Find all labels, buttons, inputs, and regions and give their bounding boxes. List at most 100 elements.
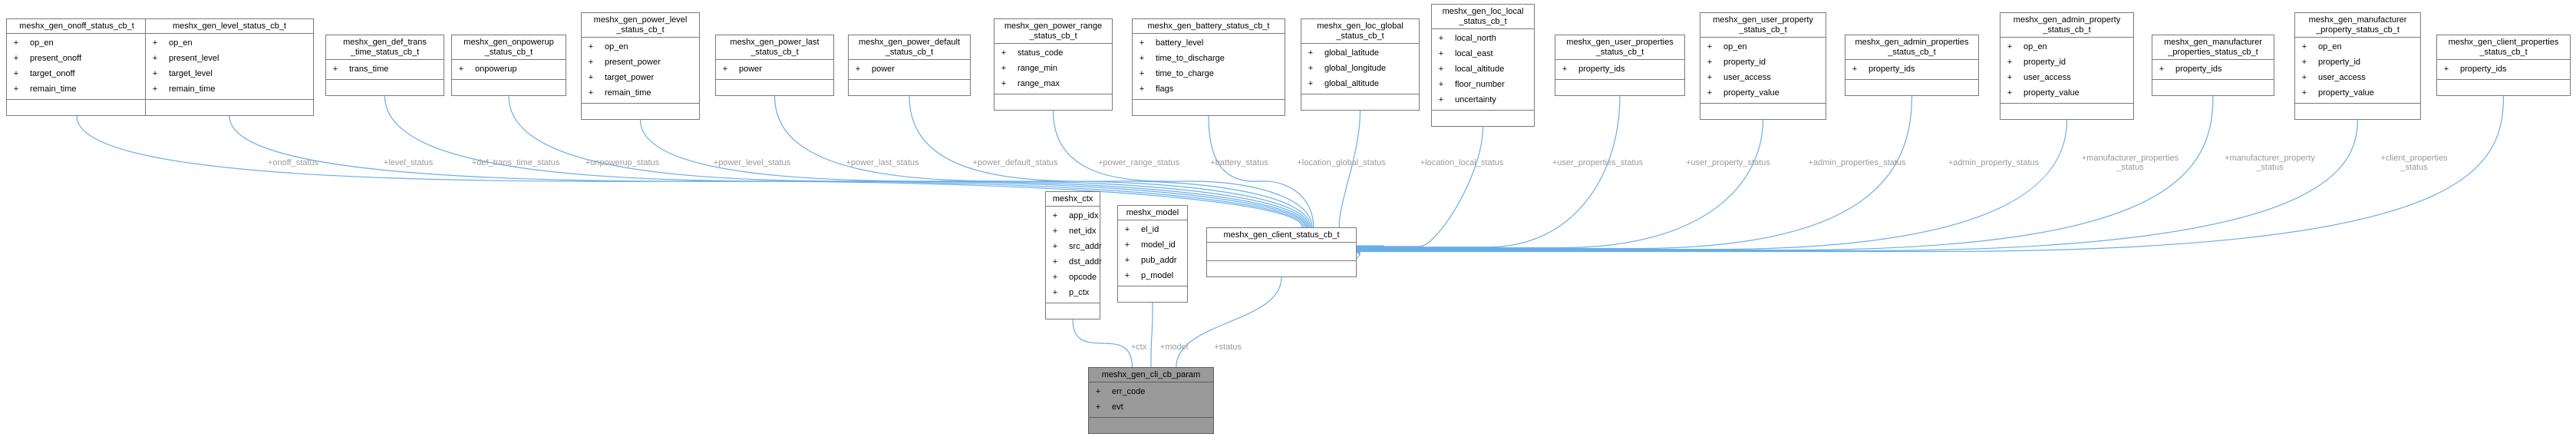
- attribute-name: op_en: [30, 38, 54, 48]
- class-attributes: + err_code + evt: [1089, 382, 1213, 418]
- class-methods: [1432, 111, 1534, 126]
- visibility-marker: +: [1095, 402, 1101, 412]
- class-box-userprops[interactable]: meshx_gen_user_properties_status_cb_t+pr…: [1555, 35, 1685, 96]
- class-methods: [2437, 80, 2570, 95]
- class-box-userprop[interactable]: meshx_gen_user_property_status_cb_t+op_e…: [1700, 12, 1826, 120]
- class-title-line: meshx_gen_onoff_status_cb_t: [19, 22, 134, 31]
- class-title-line: meshx_model: [1126, 208, 1179, 217]
- attribute-name: property_value: [2318, 88, 2374, 98]
- association-edge: [1357, 95, 1913, 250]
- edge-label: +status: [1174, 343, 1281, 352]
- class-title-line: meshx_gen_def_trans: [343, 38, 427, 47]
- class-attributes: +power: [849, 60, 970, 80]
- attribute-name: err_code: [1112, 387, 1146, 396]
- visibility-marker: +: [152, 84, 158, 94]
- edge-label-line: +power_last_status: [846, 158, 919, 167]
- class-methods: [2000, 104, 2133, 119]
- class-title: meshx_gen_client_status_cb_t: [1207, 228, 1356, 243]
- class-title-line: meshx_gen_cli_cb_param: [1101, 370, 1201, 379]
- attribute-row: +target_level: [146, 66, 313, 81]
- class-attributes: +trans_time: [326, 60, 444, 80]
- edge-label: +onoff_status: [239, 158, 347, 167]
- class-attributes: +app_idx+net_idx+src_addr+dst_addr+opcod…: [1046, 207, 1102, 303]
- class-title-line: meshx_gen_power_last: [730, 38, 820, 47]
- attribute-name: uncertainty: [1455, 95, 1496, 104]
- class-box-model[interactable]: meshx_model+el_id+model_id+pub_addr+p_mo…: [1117, 205, 1188, 303]
- class-box-ctx[interactable]: meshx_ctx+app_idx+net_idx+src_addr+dst_a…: [1045, 191, 1102, 319]
- class-box-loclocal[interactable]: meshx_gen_loc_local_status_cb_t+local_no…: [1431, 4, 1535, 127]
- attribute-row: +user_access: [2000, 70, 2133, 85]
- attribute-row: +property_value: [1700, 85, 1826, 101]
- attribute-row: +op_en: [1700, 39, 1826, 55]
- class-title: meshx_gen_manufacturer_property_status_c…: [2295, 13, 2420, 38]
- attribute-name: el_id: [1141, 225, 1159, 234]
- visibility-marker: +: [152, 54, 158, 63]
- class-box-clientprops[interactable]: meshx_gen_client_properties_status_cb_t+…: [2436, 35, 2571, 96]
- visibility-marker: +: [13, 69, 19, 78]
- class-attributes: +onpowerup: [452, 60, 566, 80]
- class-box-adminprop[interactable]: meshx_gen_admin_property_status_cb_t+op_…: [2000, 12, 2134, 120]
- visibility-marker: +: [1438, 49, 1444, 58]
- class-methods: [146, 100, 313, 115]
- class-title: meshx_gen_user_property_status_cb_t: [1700, 13, 1826, 38]
- class-box-powerlevel[interactable]: meshx_gen_power_level_status_cb_t+op_en+…: [581, 12, 700, 120]
- attribute-row: + evt: [1089, 399, 1213, 415]
- attribute-name: net_idx: [1069, 227, 1097, 236]
- attribute-row: +global_latitude: [1301, 45, 1419, 61]
- class-attributes: +op_en+present_onoff+target_onoff+remain…: [7, 34, 147, 100]
- visibility-marker: +: [1308, 64, 1314, 73]
- visibility-marker: +: [1308, 48, 1314, 58]
- association-edge: [1357, 119, 1764, 249]
- edge-label: +admin_properties_status: [1803, 158, 1911, 167]
- attribute-name: evt: [1112, 402, 1123, 412]
- class-methods: [452, 80, 566, 95]
- class-title-line: _status_cb_t: [885, 48, 934, 57]
- class-box-level[interactable]: meshx_gen_level_status_cb_t+op_en+presen…: [145, 18, 314, 116]
- attribute-name: user_access: [2024, 73, 2071, 82]
- class-title-line: meshx_gen_onpowerup: [463, 38, 554, 47]
- edge-label: +manufacturer_property_status: [2216, 154, 2324, 172]
- class-box-battery[interactable]: meshx_gen_battery_status_cb_t+battery_le…: [1132, 18, 1285, 116]
- attribute-name: property_value: [1723, 88, 1779, 98]
- class-box-powerlast[interactable]: meshx_gen_power_last_status_cb_t+power: [715, 35, 834, 96]
- class-box-powerdefault[interactable]: meshx_gen_power_default_status_cb_t+powe…: [848, 35, 971, 96]
- attribute-name: op_en: [605, 42, 628, 51]
- visibility-marker: +: [152, 69, 158, 78]
- attribute-row: +trans_time: [326, 61, 444, 77]
- class-box-powerrange[interactable]: meshx_gen_power_range_status_cb_t+status…: [994, 18, 1113, 111]
- attribute-name: time_to_charge: [1156, 69, 1214, 78]
- class-box-adminprops[interactable]: meshx_gen_admin_properties_status_cb_t+p…: [1845, 35, 1979, 96]
- association-edge: [1072, 319, 1133, 368]
- class-box-locglobal[interactable]: meshx_gen_loc_global_status_cb_t+global_…: [1301, 18, 1420, 111]
- class-title: meshx_gen_def_trans_time_status_cb_t: [326, 35, 444, 60]
- attribute-row: +remain_time: [146, 81, 313, 97]
- class-title-line: _status_cb_t: [2043, 25, 2091, 35]
- attribute-row: +opcode: [1046, 270, 1100, 285]
- class-box-client[interactable]: meshx_gen_client_status_cb_t: [1206, 227, 1357, 277]
- visibility-marker: +: [1438, 34, 1444, 43]
- association-edge: [1357, 119, 2068, 250]
- class-methods: [1133, 100, 1285, 115]
- association-edge: [1357, 126, 1484, 247]
- attribute-row: +remain_time: [582, 85, 699, 101]
- visibility-marker: +: [1052, 242, 1058, 251]
- attribute-row: +onpowerup: [452, 61, 566, 77]
- attribute-row: +property_ids: [1555, 61, 1684, 77]
- class-methods: [1118, 286, 1187, 302]
- class-box-mfrprop[interactable]: meshx_gen_manufacturer_property_status_c…: [2294, 12, 2421, 120]
- class-box-param[interactable]: meshx_gen_cli_cb_param + err_code + evt: [1088, 367, 1214, 434]
- class-box-onpowerup[interactable]: meshx_gen_onpowerup_status_cb_t+onpoweru…: [451, 35, 566, 96]
- class-attributes: +battery_level+time_to_discharge+time_to…: [1133, 34, 1285, 100]
- class-title-line: _time_status_cb_t: [350, 48, 420, 57]
- attribute-name: status_code: [1018, 48, 1064, 58]
- visibility-marker: +: [1438, 95, 1444, 104]
- edge-label: +location_global_status: [1288, 158, 1395, 167]
- class-methods: [1700, 104, 1826, 119]
- association-edge: [1356, 95, 2505, 253]
- attribute-row: +el_id: [1118, 222, 1187, 237]
- attribute-row: +time_to_discharge: [1133, 51, 1285, 66]
- association-edge: [1357, 119, 2359, 252]
- class-box-deftrans[interactable]: meshx_gen_def_trans_time_status_cb_t+tra…: [325, 35, 444, 96]
- class-box-mfrprops[interactable]: meshx_gen_manufacturer_properties_status…: [2152, 35, 2274, 96]
- class-box-onoff[interactable]: meshx_gen_onoff_status_cb_t+op_en+presen…: [6, 18, 147, 116]
